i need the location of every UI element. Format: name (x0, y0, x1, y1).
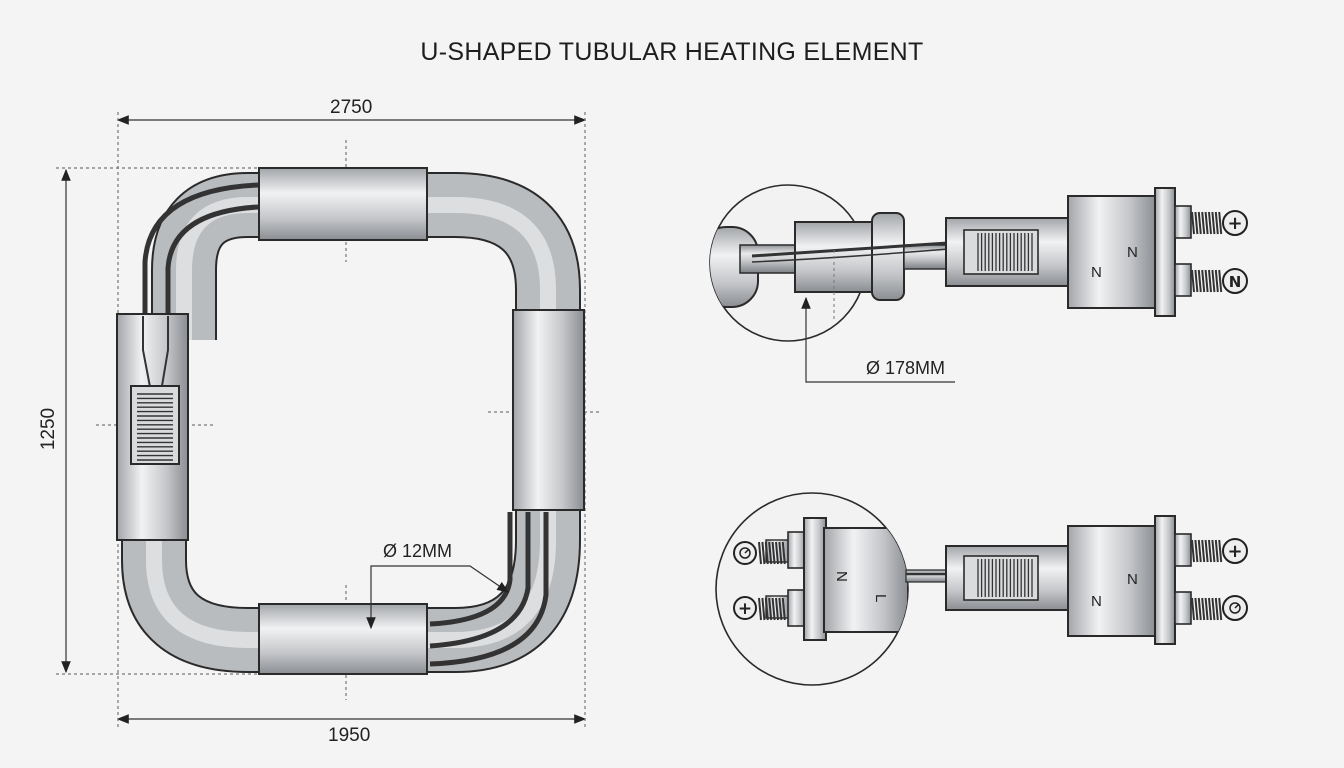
terminal-mark-n-3: N (833, 571, 850, 582)
dimension-bottom-label: 1950 (328, 725, 371, 746)
dimension-top-label: 2750 (330, 97, 373, 118)
ground-terminal-icon (733, 541, 757, 565)
terminal-mark-n-1: N (1091, 264, 1102, 281)
plus-terminal-label: + (1227, 213, 1242, 234)
callout-leader-12mm (366, 565, 509, 630)
heating-coil-left (137, 393, 173, 461)
tube-loop (121, 172, 581, 673)
detail-diameter-callout: Ø 178MM (866, 358, 946, 378)
sleeve-bottom (258, 603, 428, 675)
sleeve-left (116, 313, 189, 541)
terminal-mark-n-4: N (1091, 593, 1102, 610)
terminal-mark-l: L (872, 594, 889, 602)
diagram-title: U-SHAPED TUBULAR HEATING ELEMENT (420, 38, 924, 66)
plus-terminal-icon: + (1222, 210, 1248, 236)
plus-terminal-label: + (1227, 541, 1242, 562)
ground-terminal-icon (1222, 595, 1248, 621)
detail-top (709, 184, 1223, 383)
plus-terminal-icon: + (1222, 538, 1248, 564)
n-terminal-label: N (1229, 273, 1242, 291)
plus-terminal-icon: + (733, 596, 757, 620)
sleeve-top (258, 167, 428, 241)
terminal-mark-n-2: N (1127, 244, 1138, 261)
dimension-left-label: 1250 (38, 407, 60, 451)
sleeve-right (512, 309, 585, 511)
terminal-mark-n-5: N (1127, 571, 1138, 588)
plus-terminal-label: + (738, 599, 752, 619)
n-terminal-icon: N (1222, 268, 1248, 294)
tube-diameter-callout: Ø 12MM (383, 541, 453, 561)
detail-bottom (715, 492, 1223, 686)
